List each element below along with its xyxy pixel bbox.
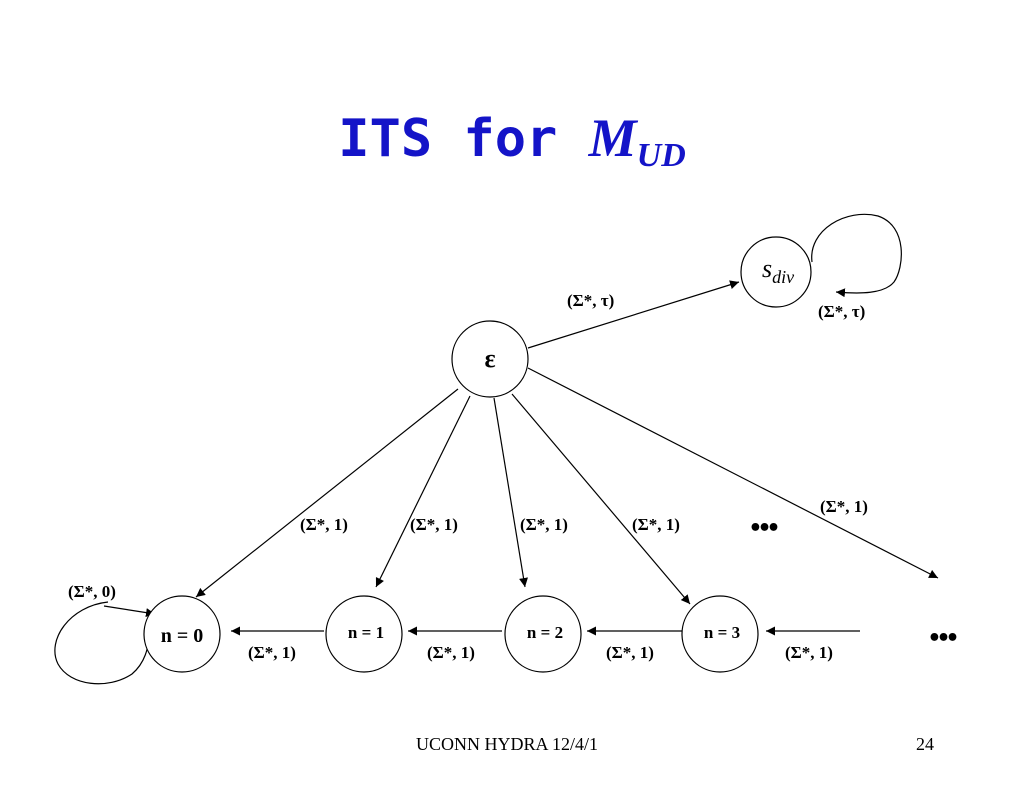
edge-eps-n3 [511,393,691,605]
node-n2-label: n = 2 [527,623,563,642]
node-n1 [325,595,403,673]
node-sdiv-label: sdiv [762,254,794,287]
footer-page-number: 24 [916,734,934,754]
self-loop-n0-arrow [103,605,156,618]
edge-label-n3-n2: (Σ*, 1) [606,643,654,662]
self-loop-n0 [54,601,149,685]
slide-title: ITS for MUD [0,108,1024,186]
edge-label-eps-n3: (Σ*, 1) [632,515,680,534]
title-math-sub: UD [636,137,686,174]
edge-eps-sdiv [527,280,740,349]
edge-label-n1-n0: (Σ*, 1) [248,643,296,662]
node-n2 [504,595,582,673]
node-n1-label: n = 1 [348,623,384,642]
title-math: MUD [588,108,686,174]
edge-label-n2-n1: (Σ*, 1) [427,643,475,662]
node-epsilon [451,320,529,398]
ellipsis-upper: ••• [748,516,777,541]
node-n3-label: n = 3 [704,623,740,642]
title-math-main: M [588,108,637,168]
edge-eps-more [527,367,939,579]
edge-label-n0-self: (Σ*, 0) [68,582,116,601]
edge-label-eps-n2: (Σ*, 1) [520,515,568,534]
node-n0 [143,595,221,673]
edge-eps-n1 [375,395,471,588]
node-n0-label: n = 0 [161,625,204,647]
node-n3 [681,595,759,673]
footer-left: UCONN HYDRA 12/4/1 [416,734,599,754]
edge-label-eps-n1: (Σ*, 1) [410,515,458,534]
node-sdiv-label-sub: div [772,267,794,287]
node-sdiv-label-main: s [762,254,772,283]
node-epsilon-label: ε [484,344,495,373]
edge-eps-n0 [195,388,459,598]
edge-eps-n2 [493,397,528,588]
title-text: ITS for [338,109,589,169]
edge-label-eps-n0: (Σ*, 1) [300,515,348,534]
edge-label-more-n3: (Σ*, 1) [785,643,833,662]
self-loop-sdiv [811,213,902,298]
edge-label-sdiv-self: (Σ*, τ) [818,302,865,321]
ellipsis-right: ••• [927,626,956,651]
edge-label-eps-sdiv: (Σ*, τ) [567,291,614,310]
edge-label-eps-more: (Σ*, 1) [820,497,868,516]
node-sdiv [740,236,812,308]
